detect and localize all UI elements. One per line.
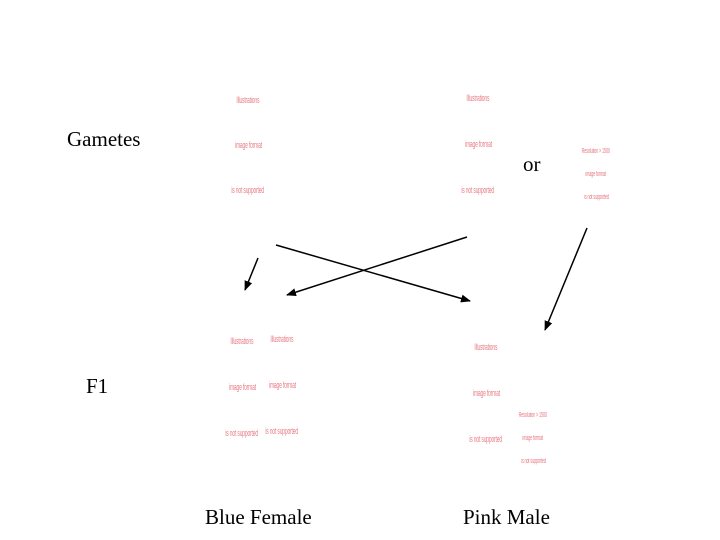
gamete-image-left: Illustrations image format is not suppor… [228, 95, 268, 195]
placeholder-line: is not supported [461, 185, 495, 195]
placeholder-line: image format [472, 388, 500, 398]
arrow-right-to-male [544, 227, 588, 331]
placeholder-line: Resolution > 1500 [581, 148, 611, 155]
placeholder-line: is not supported [469, 434, 503, 444]
gametes-label: Gametes [67, 127, 141, 151]
placeholder-line: is not supported [520, 458, 546, 465]
placeholder-line: Illustrations [474, 342, 498, 352]
arrow-middle-to-female [286, 236, 468, 297]
placeholder-line: image format [268, 380, 296, 390]
f1-male-image-1: Illustrations image format is not suppor… [466, 342, 506, 444]
placeholder-line: Illustrations [236, 95, 260, 105]
or-label: or [523, 152, 541, 176]
placeholder-line: is not supported [231, 185, 265, 195]
f1-female-image-1: Illustrations image format is not suppor… [222, 336, 262, 438]
placeholder-line: image format [234, 140, 262, 150]
placeholder-line: is not supported [225, 428, 259, 438]
placeholder-line: image format [522, 435, 544, 442]
placeholder-line: Resolution > 1500 [518, 412, 548, 419]
pink-male-label: Pink Male [463, 505, 550, 529]
f1-label: F1 [86, 374, 109, 398]
placeholder-line: image format [585, 171, 607, 178]
blue-female-label: Blue Female [205, 505, 312, 529]
placeholder-line: Illustrations [466, 93, 490, 103]
f1-female-image-2: Illustrations image format is not suppor… [262, 334, 302, 436]
f1-male-image-2: Resolution > 1500 image format is not su… [513, 412, 553, 466]
placeholder-line: Illustrations [270, 334, 294, 344]
arrow-left-down [244, 257, 259, 291]
arrow-left-to-male [275, 244, 471, 303]
placeholder-line: Illustrations [230, 336, 254, 346]
gamete-image-right: Resolution > 1500 image format is not su… [576, 148, 616, 202]
placeholder-line: is not supported [583, 194, 609, 201]
gamete-image-middle: Illustrations image format is not suppor… [458, 93, 498, 195]
placeholder-line: image format [228, 382, 256, 392]
placeholder-line: is not supported [265, 426, 299, 436]
placeholder-line: image format [464, 139, 492, 149]
